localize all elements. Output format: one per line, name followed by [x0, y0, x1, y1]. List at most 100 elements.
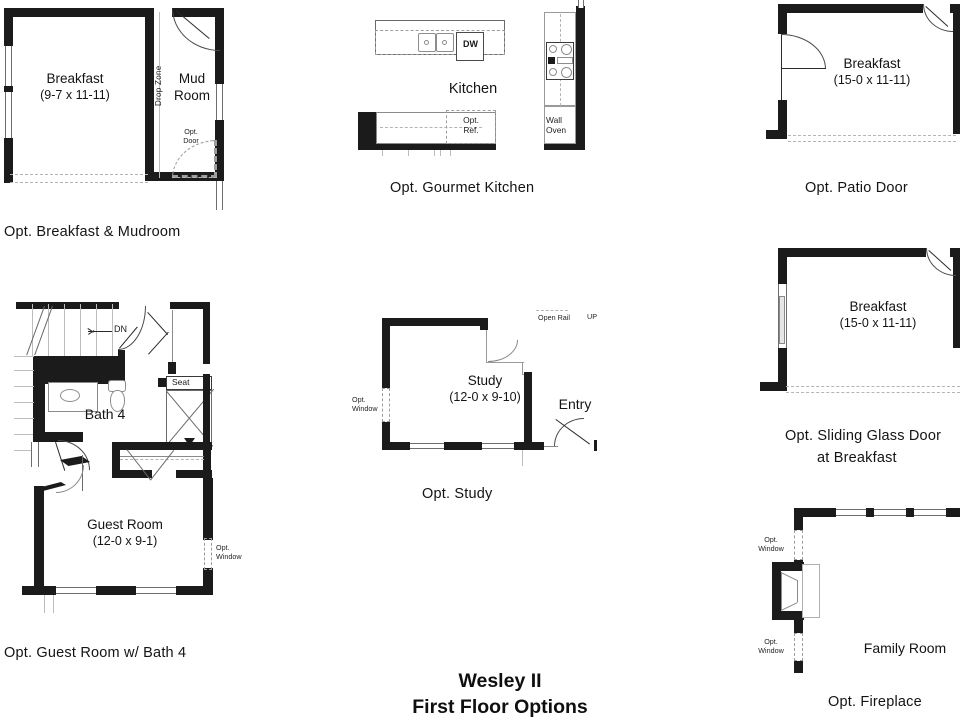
cooktop-control-left [548, 57, 555, 64]
island-end-wall [358, 112, 380, 150]
room-label-mudroom: Mud Room [163, 70, 221, 105]
room-dimensions: (12-0 x 9-1) [92, 534, 158, 549]
tick-4 [440, 150, 441, 156]
wall-right-patio [953, 4, 960, 134]
burner-1 [549, 45, 557, 53]
wall-left-family-upper [794, 508, 803, 530]
label-line-2: Window [758, 645, 784, 655]
panel-study: Opt. Window Open Rail UP Study (12-0 x 9… [330, 300, 630, 510]
label-seat: Seat [172, 377, 190, 387]
door-opt-threshold [172, 177, 217, 178]
room-name: Breakfast [849, 299, 907, 314]
burner-3 [549, 68, 557, 76]
room-dimensions: (15-0 x 11-11) [839, 316, 917, 331]
label-line-1: Opt. [764, 637, 778, 646]
hatch-5 [14, 418, 34, 419]
wall-top-right-closet [170, 302, 210, 309]
room-name-2: Room [173, 88, 210, 104]
room-label-kitchen: Kitchen [418, 80, 528, 99]
wall-bottom-return [766, 130, 787, 139]
hatch-2 [14, 370, 34, 371]
wall-bottom-study-2 [444, 442, 482, 450]
label-line-2: Window [352, 403, 378, 413]
optional-window-fireplace-lower [794, 633, 803, 661]
closet-door-leaf-1 [147, 312, 169, 335]
wall-left-family-mid-2 [794, 615, 803, 633]
hatch-6 [14, 434, 34, 435]
wall-right-study [524, 372, 532, 448]
stair-tread-6 [112, 304, 113, 356]
shower-wall-left [158, 378, 168, 387]
drop-zone-line [159, 12, 160, 178]
caption-fireplace: Opt. Fireplace [828, 694, 922, 710]
study-jog-line-3 [522, 362, 523, 374]
hatch-1 [14, 356, 34, 357]
room-name: Family Room [863, 640, 947, 656]
door-jamb-mudroom-top [172, 8, 173, 11]
room-name: Entry [558, 396, 592, 412]
stair-tread-4 [80, 304, 81, 356]
burner-2 [561, 44, 572, 55]
wall-closet-left [112, 442, 120, 478]
room-dimensions: (12-0 x 9-10) [449, 390, 521, 405]
wall-closet-bottom-left [112, 470, 152, 478]
window-study-2 [482, 443, 514, 449]
closet-shelf-line [120, 456, 204, 457]
door-swing-study [488, 340, 518, 362]
label-line-2: Window [758, 543, 784, 553]
label-line-1: Opt. [216, 543, 230, 552]
door-swing-guest [56, 465, 84, 493]
wall-left-upper [4, 8, 13, 46]
label-line-2: Ref. [463, 125, 479, 136]
panel-breakfast-mudroom: Breakfast (9-7 x 11-11) Mud Room Drop Zo… [0, 0, 260, 250]
stair-tread-2 [48, 304, 49, 356]
label-up: UP [587, 312, 597, 321]
wall-closet-jamb [168, 362, 176, 374]
door-leaf-patio [781, 68, 826, 69]
entry-threshold [544, 446, 558, 447]
caption-breakfast-mudroom: Opt. Breakfast & Mudroom [4, 224, 181, 240]
room-label-study: Study (12-0 x 9-10) [420, 372, 550, 405]
wall-bottom-oven [544, 144, 585, 150]
dashed-opening-patio-2 [788, 141, 956, 142]
room-name: Mud [178, 71, 206, 86]
dashed-opening-sgd-2 [786, 392, 960, 393]
wall-left-study-lower [382, 422, 390, 450]
label-line-1: Opt. [764, 535, 778, 544]
door-swing-opt-door [172, 140, 217, 178]
fireplace-hearth [802, 564, 820, 618]
tick-3 [434, 150, 435, 156]
tick-1 [382, 150, 383, 156]
label-line-1: Opt. [463, 115, 479, 125]
panel-gourmet-kitchen: DW Opt. Ref. Wall Oven [340, 0, 620, 210]
room-label-breakfast: Breakfast (9-7 x 11-11) [10, 70, 140, 103]
wall-left-patio-upper [778, 4, 787, 34]
hatch-4 [14, 402, 34, 403]
wall-bath-right-stub [118, 350, 125, 384]
caption-guest-room-bath4: Opt. Guest Room w/ Bath 4 [4, 645, 187, 661]
window-study-1 [410, 443, 444, 449]
label-opt-window-guest: Opt. Window [216, 543, 256, 562]
wall-top-breakfast [4, 8, 149, 17]
wall-angle-guest-top [60, 456, 90, 466]
wall-bottom-study-3 [514, 442, 544, 450]
hatch-3 [14, 386, 34, 387]
wall-bath-bottom-left [33, 432, 83, 442]
closet-door-leaf-2 [148, 331, 169, 355]
wall-left-lower [4, 138, 13, 183]
cooktop-control-right [557, 57, 573, 64]
label-line-1: Opt. [352, 395, 366, 404]
vanity-sink [60, 389, 80, 402]
label-line-2: Window [216, 551, 242, 561]
room-label-family-room: Family Room [840, 640, 960, 658]
wall-bottom-return-sgd [760, 382, 787, 391]
firebox-back [781, 572, 782, 610]
stair-tread-3 [64, 304, 65, 356]
wall-left-family-lower [794, 661, 803, 673]
label-line-1: Opt. [184, 127, 198, 136]
dishwasher [456, 32, 484, 61]
wall-right-upper-guest [203, 302, 210, 364]
label-drop-zone: Drop Zone [154, 65, 163, 107]
hatch-7 [14, 450, 34, 451]
